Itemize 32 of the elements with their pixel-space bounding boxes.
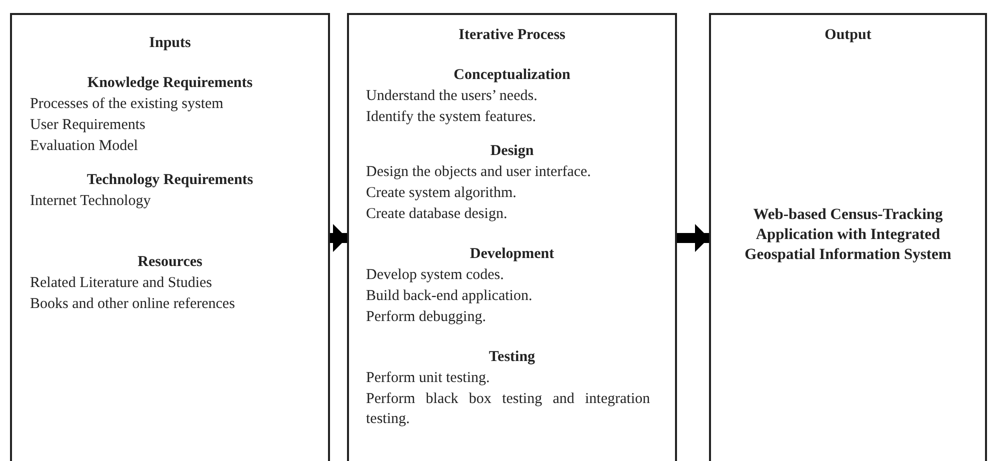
list-item: Books and other online references [30,295,235,314]
list-item: Create system algorithm. [366,184,516,203]
list-item: Processes of the existing system [30,95,224,114]
list-item: Design the objects and user interface. [366,163,591,182]
panel-title: Iterative Process [458,26,566,45]
block-arrow [677,224,709,252]
list-item: Related Literature and Studies [30,274,212,293]
section-heading: Conceptualization [452,66,572,85]
list-item: Evaluation Model [30,137,138,156]
panel-title: Output [824,26,872,45]
list-item: Perform debugging. [366,308,486,327]
list-item: Build back-end application. [366,287,532,306]
panel-box [10,13,330,461]
list-item: Develop system codes. [366,266,504,285]
section-heading: Development [468,245,556,264]
section-heading: Testing [488,348,536,367]
list-item: Understand the users’ needs. [366,87,538,106]
list-item: User Requirements [30,116,146,135]
section-heading: Technology Requirements [86,171,254,190]
output-text: Web-based Census-Tracking Application with Integrated Geospatial Information System [744,205,952,265]
section-heading: Resources [136,253,204,272]
block-arrow [330,224,347,252]
list-item: Identify the system features. [366,108,536,127]
list-item: Internet Technology [30,192,151,211]
panel-title: Inputs [148,34,192,53]
panel-box [709,13,987,461]
list-item: Perform black box testing and integration testing. [366,390,650,429]
list-item: Create database design. [366,205,508,224]
panel-box [347,13,677,461]
section-heading: Knowledge Requirements [86,74,254,93]
list-item: Perform unit testing. [366,369,490,388]
section-heading: Design [489,142,535,161]
